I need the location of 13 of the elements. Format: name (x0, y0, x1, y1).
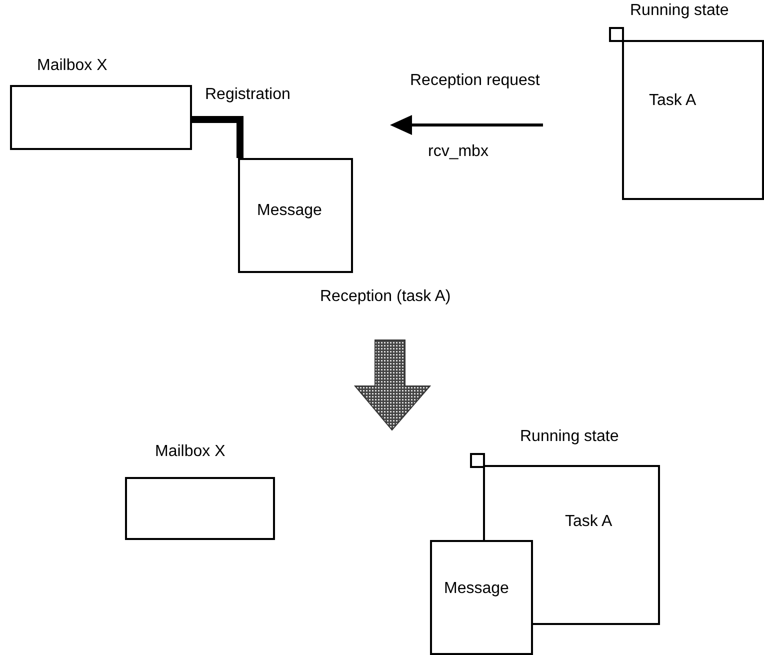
message-label: Message (444, 580, 509, 598)
note-label: rcv_mbx (428, 143, 488, 161)
edge-label: Registration (205, 86, 290, 104)
state-label: Running state (630, 2, 729, 20)
task-label: Task A (565, 513, 612, 531)
state-label: Running state (520, 428, 619, 446)
note-label: Reception request (410, 72, 540, 90)
mailbox-label: Mailbox X (155, 443, 226, 461)
message-label: Message (257, 202, 322, 220)
mailbox-label: Mailbox X (37, 57, 108, 75)
note-label: Reception (task A) (320, 288, 451, 306)
task-label: Task A (649, 92, 696, 110)
connector-line (192, 116, 244, 158)
